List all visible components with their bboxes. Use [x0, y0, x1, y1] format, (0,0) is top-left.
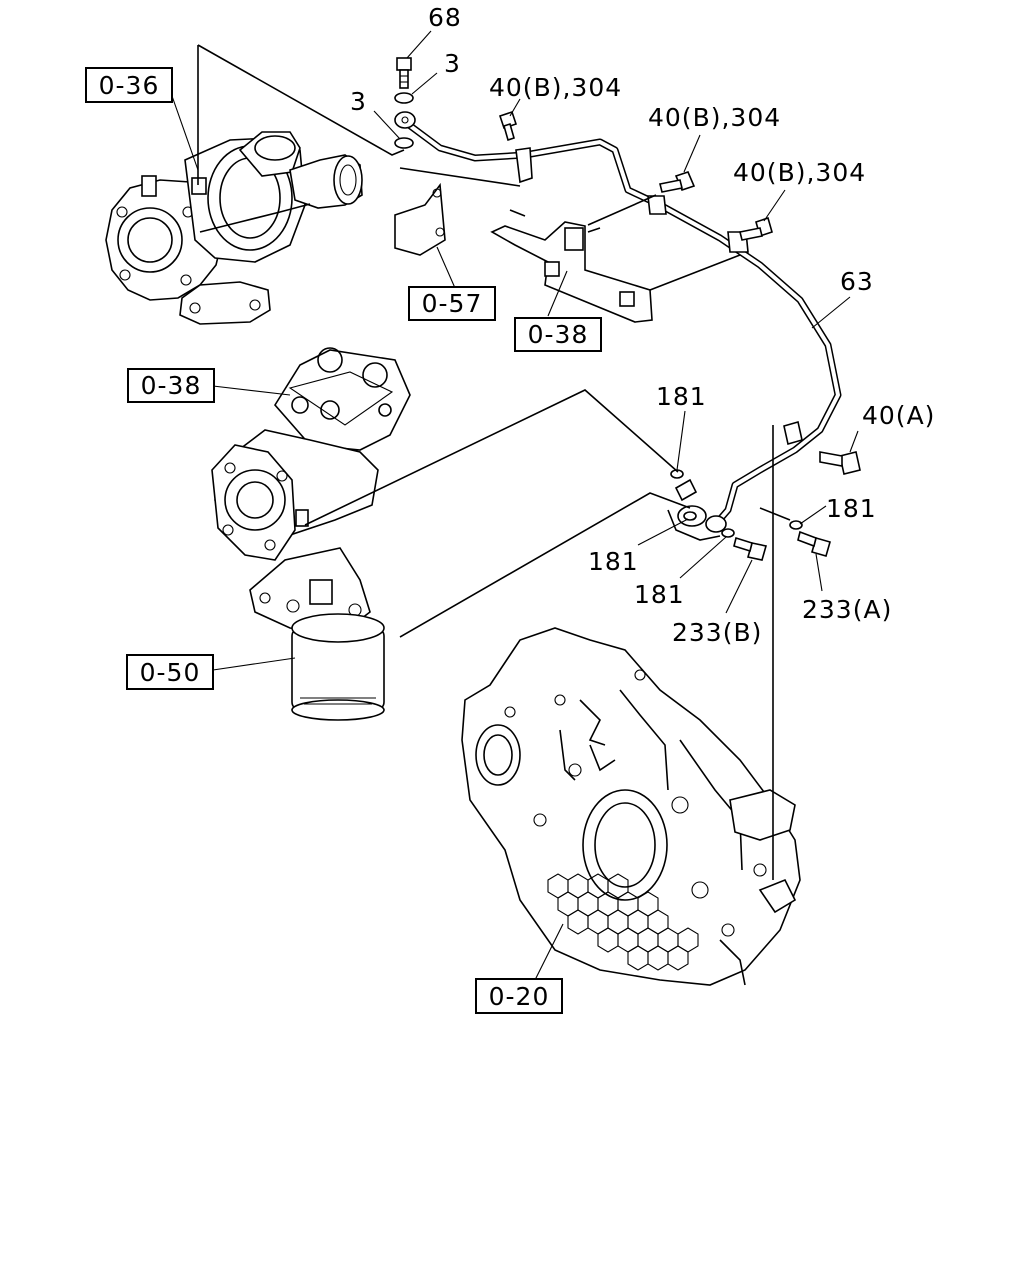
ref-box-0-50[interactable]: 0-50 [126, 654, 214, 690]
callout-181-a: 181 [656, 382, 707, 411]
callout-181-c: 181 [588, 547, 639, 576]
bolt-40a [819, 451, 861, 475]
callout-3-upper: 3 [444, 49, 461, 78]
bracket-0-38-upper [490, 209, 653, 323]
bolt-40b-2 [659, 171, 696, 193]
ref-box-0-20[interactable]: 0-20 [475, 978, 563, 1014]
callout-181-b: 181 [826, 494, 877, 523]
bolt-40b-1 [498, 110, 518, 142]
bolt-233b [733, 536, 768, 561]
callout-233b: 233(B) [672, 618, 762, 647]
callout-68: 68 [428, 3, 462, 32]
ref-label: 0-38 [141, 371, 202, 400]
callout-40b-304-c: 40(B),304 [733, 158, 866, 187]
callout-leaders [171, 30, 859, 981]
bolt-233a [797, 530, 831, 557]
flywheel-housing-0-20 [461, 627, 801, 986]
ref-box-0-38-compressor[interactable]: 0-38 [127, 368, 215, 403]
guide-lines [197, 44, 791, 880]
callout-63: 63 [840, 267, 874, 296]
callout-40b-304-b: 40(B),304 [648, 103, 781, 132]
ref-label: 0-38 [528, 320, 589, 349]
ref-label: 0-20 [489, 982, 550, 1011]
ref-box-0-36[interactable]: 0-36 [85, 67, 173, 103]
washer-181-c [683, 511, 697, 521]
bolt-68 [396, 57, 412, 89]
callout-40b-304-a: 40(B),304 [489, 73, 622, 102]
air-compressor-0-38 [211, 347, 411, 561]
ref-box-0-38-upper[interactable]: 0-38 [514, 317, 602, 352]
ref-label: 0-50 [140, 658, 201, 687]
washer-181-b [789, 520, 803, 530]
callout-3-lower: 3 [350, 87, 367, 116]
washer-3-lower [394, 137, 414, 149]
oil-filter-0-50 [249, 547, 385, 721]
washer-3-upper [394, 92, 414, 104]
bracket-0-57 [394, 182, 446, 256]
oil-pipe-63 [394, 111, 842, 541]
callout-233a: 233(A) [802, 595, 892, 624]
callout-181-d: 181 [634, 580, 685, 609]
ref-box-0-57[interactable]: 0-57 [408, 286, 496, 321]
turbocharger-drawing [105, 131, 363, 325]
washer-181-d [721, 528, 735, 538]
ref-label: 0-57 [422, 289, 483, 318]
bolt-40b-3 [739, 216, 773, 241]
ref-label: 0-36 [99, 71, 160, 100]
honeycomb-pattern [547, 873, 699, 971]
callout-40a: 40(A) [862, 401, 935, 430]
